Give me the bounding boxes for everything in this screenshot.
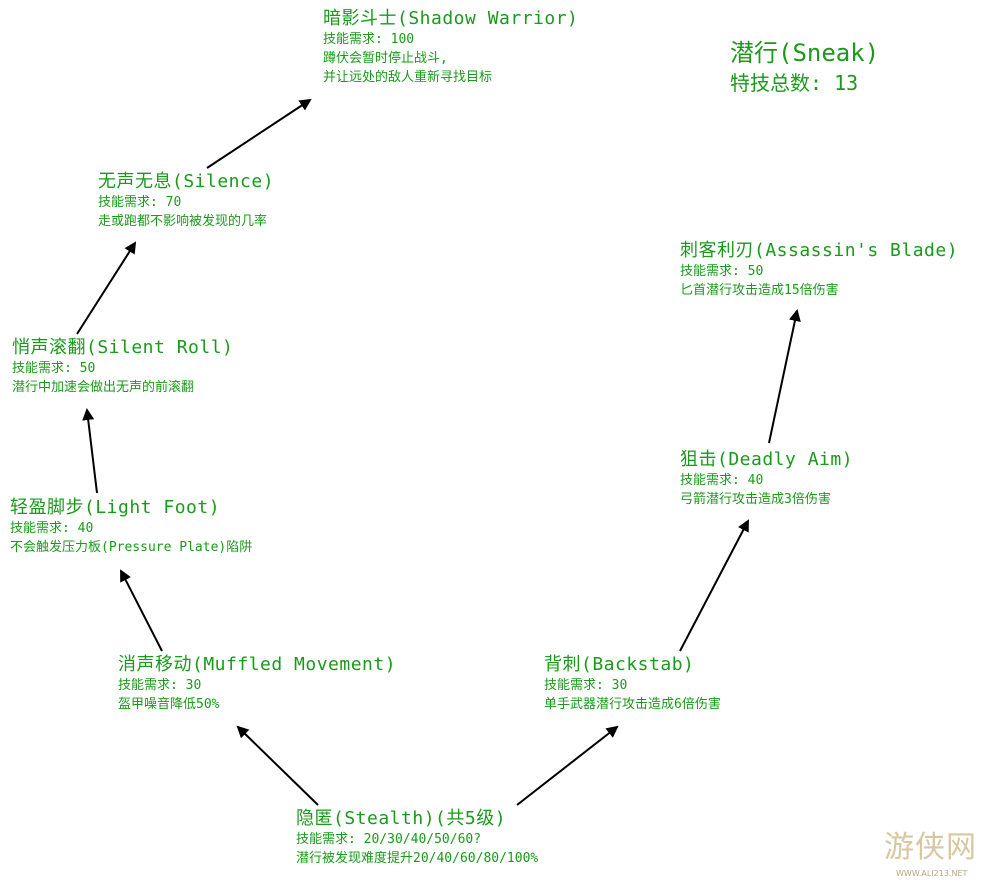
perk-backstab: 背刺(Backstab) 技能需求: 30 单手武器潜行攻击造成6倍伤害: [544, 654, 721, 714]
perk-requirement: 技能需求: 50: [12, 361, 96, 376]
perk-title: 背刺(Backstab): [544, 654, 695, 675]
perk-silence: 无声无息(Silence) 技能需求: 70 走或跑都不影响被发现的几率: [98, 171, 274, 231]
perk-description: 潜行中加速会做出无声的前滚翻: [12, 380, 195, 395]
perk-title: 隐匿(Stealth)(共5级): [296, 808, 507, 829]
arrow-silence-to-shadow_warrior: [206, 98, 312, 169]
arrow-muffled_movement-to-light_foot: [120, 569, 163, 652]
perk-title: 暗影斗士(Shadow Warrior): [323, 8, 579, 29]
perk-title: 消声移动(Muffled Movement): [118, 654, 397, 675]
perk-shadow-warrior: 暗影斗士(Shadow Warrior) 技能需求: 100 蹲伏会暂时停止战斗…: [323, 8, 578, 87]
perk-description: 匕首潜行攻击造成15倍伤害: [680, 283, 839, 298]
site-watermark: 游侠网 WWW.ALI213.NET: [862, 825, 986, 881]
perk-silent-roll: 悄声滚翻(Silent Roll) 技能需求: 50 潜行中加速会做出无声的前滚…: [12, 337, 233, 397]
perk-requirement: 技能需求: 40: [10, 521, 94, 536]
watermark-logo: 游侠网: [884, 830, 977, 865]
perk-requirement: 技能需求: 30: [544, 678, 628, 693]
perk-title: 悄声滚翻(Silent Roll): [12, 337, 234, 358]
tree-name: 潜行(Sneak): [730, 39, 880, 67]
perk-requirement: 技能需求: 100: [323, 32, 415, 47]
arrow-stealth-to-backstab: [516, 725, 619, 806]
perk-description: 并让远处的敌人重新寻找目标: [323, 70, 493, 85]
perk-description: 弓箭潜行攻击造成3倍伤害: [680, 492, 831, 507]
perk-requirement: 技能需求: 30: [118, 678, 202, 693]
perk-requirement: 技能需求: 50: [680, 264, 764, 279]
watermark-url: WWW.ALI213.NET: [896, 869, 968, 878]
perk-assassins-blade: 刺客利刃(Assassin's Blade) 技能需求: 50 匕首潜行攻击造成…: [680, 240, 958, 300]
perk-description: 不会触发压力板(Pressure Plate)陷阱: [10, 540, 253, 555]
perk-requirement: 技能需求: 20/30/40/50/60?: [296, 832, 482, 847]
perk-description: 走或跑都不影响被发现的几率: [98, 214, 268, 229]
arrow-deadly_aim-to-assassins_blade: [768, 309, 801, 444]
perk-title: 无声无息(Silence): [98, 171, 275, 192]
arrow-light_foot-to-silent_roll: [82, 408, 98, 494]
perk-stealth: 隐匿(Stealth)(共5级) 技能需求: 20/30/40/50/60? 潜…: [296, 808, 538, 868]
perk-light-foot: 轻盈脚步(Light Foot) 技能需求: 40 不会触发压力板(Pressu…: [10, 497, 252, 557]
perk-requirement: 技能需求: 70: [98, 195, 182, 210]
arrow-backstab-to-deadly_aim: [679, 519, 749, 652]
perk-title: 刺客利刃(Assassin's Blade): [680, 240, 959, 261]
perk-description: 潜行被发现难度提升20/40/60/80/100%: [296, 851, 539, 866]
perk-count: 特技总数: 13: [730, 71, 859, 95]
arrow-silent_roll-to-silence: [76, 241, 137, 335]
perk-requirement: 技能需求: 40: [680, 473, 764, 488]
perk-description: 盔甲噪音降低50%: [118, 697, 220, 712]
perk-description: 蹲伏会暂时停止战斗,: [323, 51, 448, 66]
arrow-stealth-to-muffled_movement: [236, 725, 319, 806]
perk-title: 轻盈脚步(Light Foot): [10, 497, 221, 518]
perk-deadly-aim: 狙击(Deadly Aim) 技能需求: 40 弓箭潜行攻击造成3倍伤害: [680, 449, 853, 509]
skill-tree-header: 潜行(Sneak) 特技总数: 13: [730, 38, 879, 98]
perk-title: 狙击(Deadly Aim): [680, 449, 854, 470]
perk-description: 单手武器潜行攻击造成6倍伤害: [544, 697, 721, 712]
perk-muffled-movement: 消声移动(Muffled Movement) 技能需求: 30 盔甲噪音降低50…: [118, 654, 396, 714]
